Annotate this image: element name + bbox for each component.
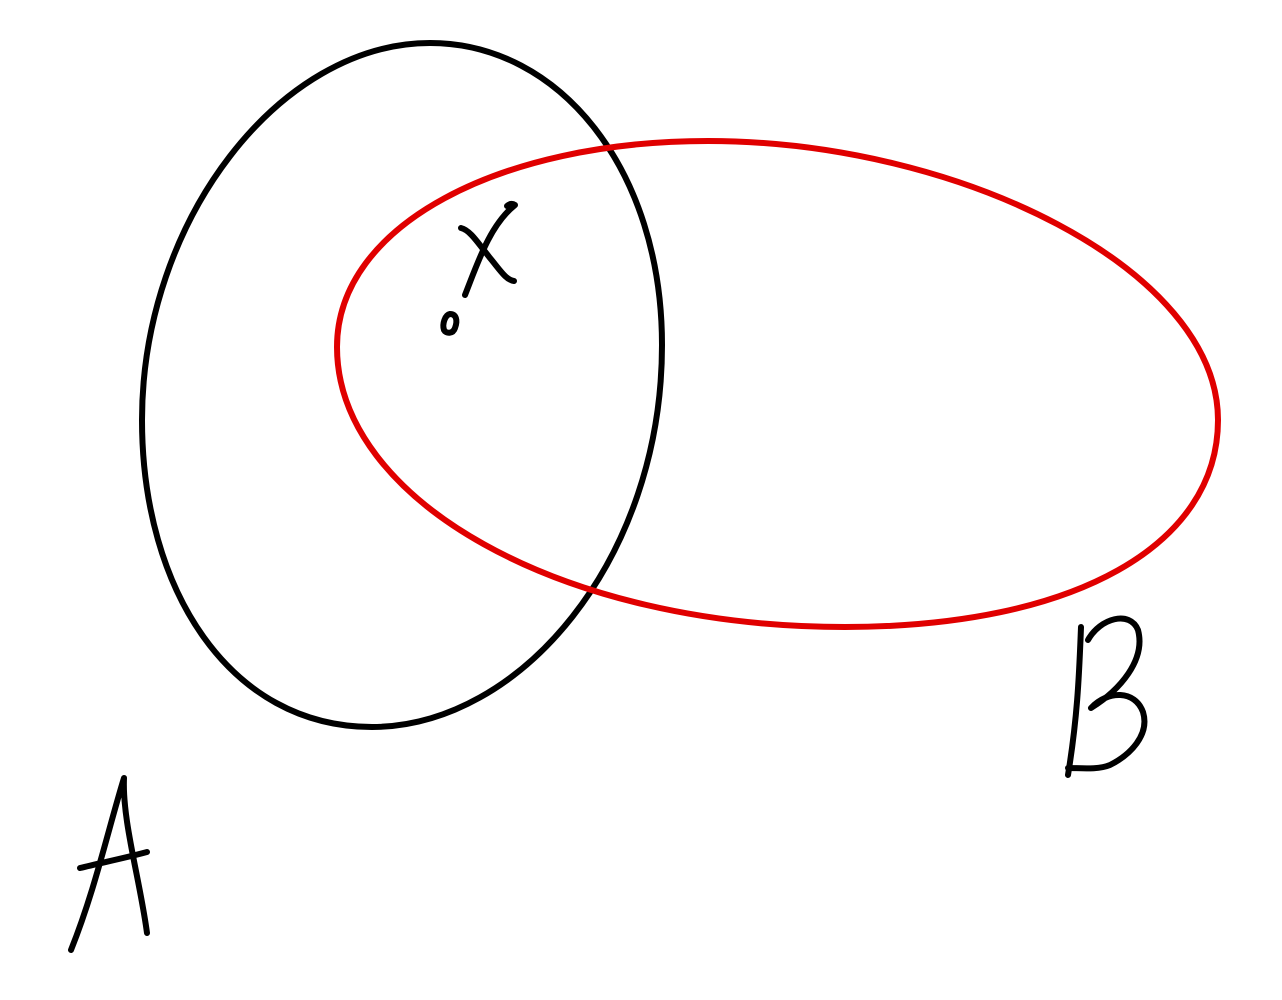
- set-a-outline: [139, 40, 665, 730]
- set-b-label: [1065, 615, 1148, 778]
- point-label: [458, 200, 518, 298]
- set-b-outline: [334, 138, 1221, 630]
- set-a-label: [68, 775, 150, 953]
- point-dot: [440, 311, 460, 336]
